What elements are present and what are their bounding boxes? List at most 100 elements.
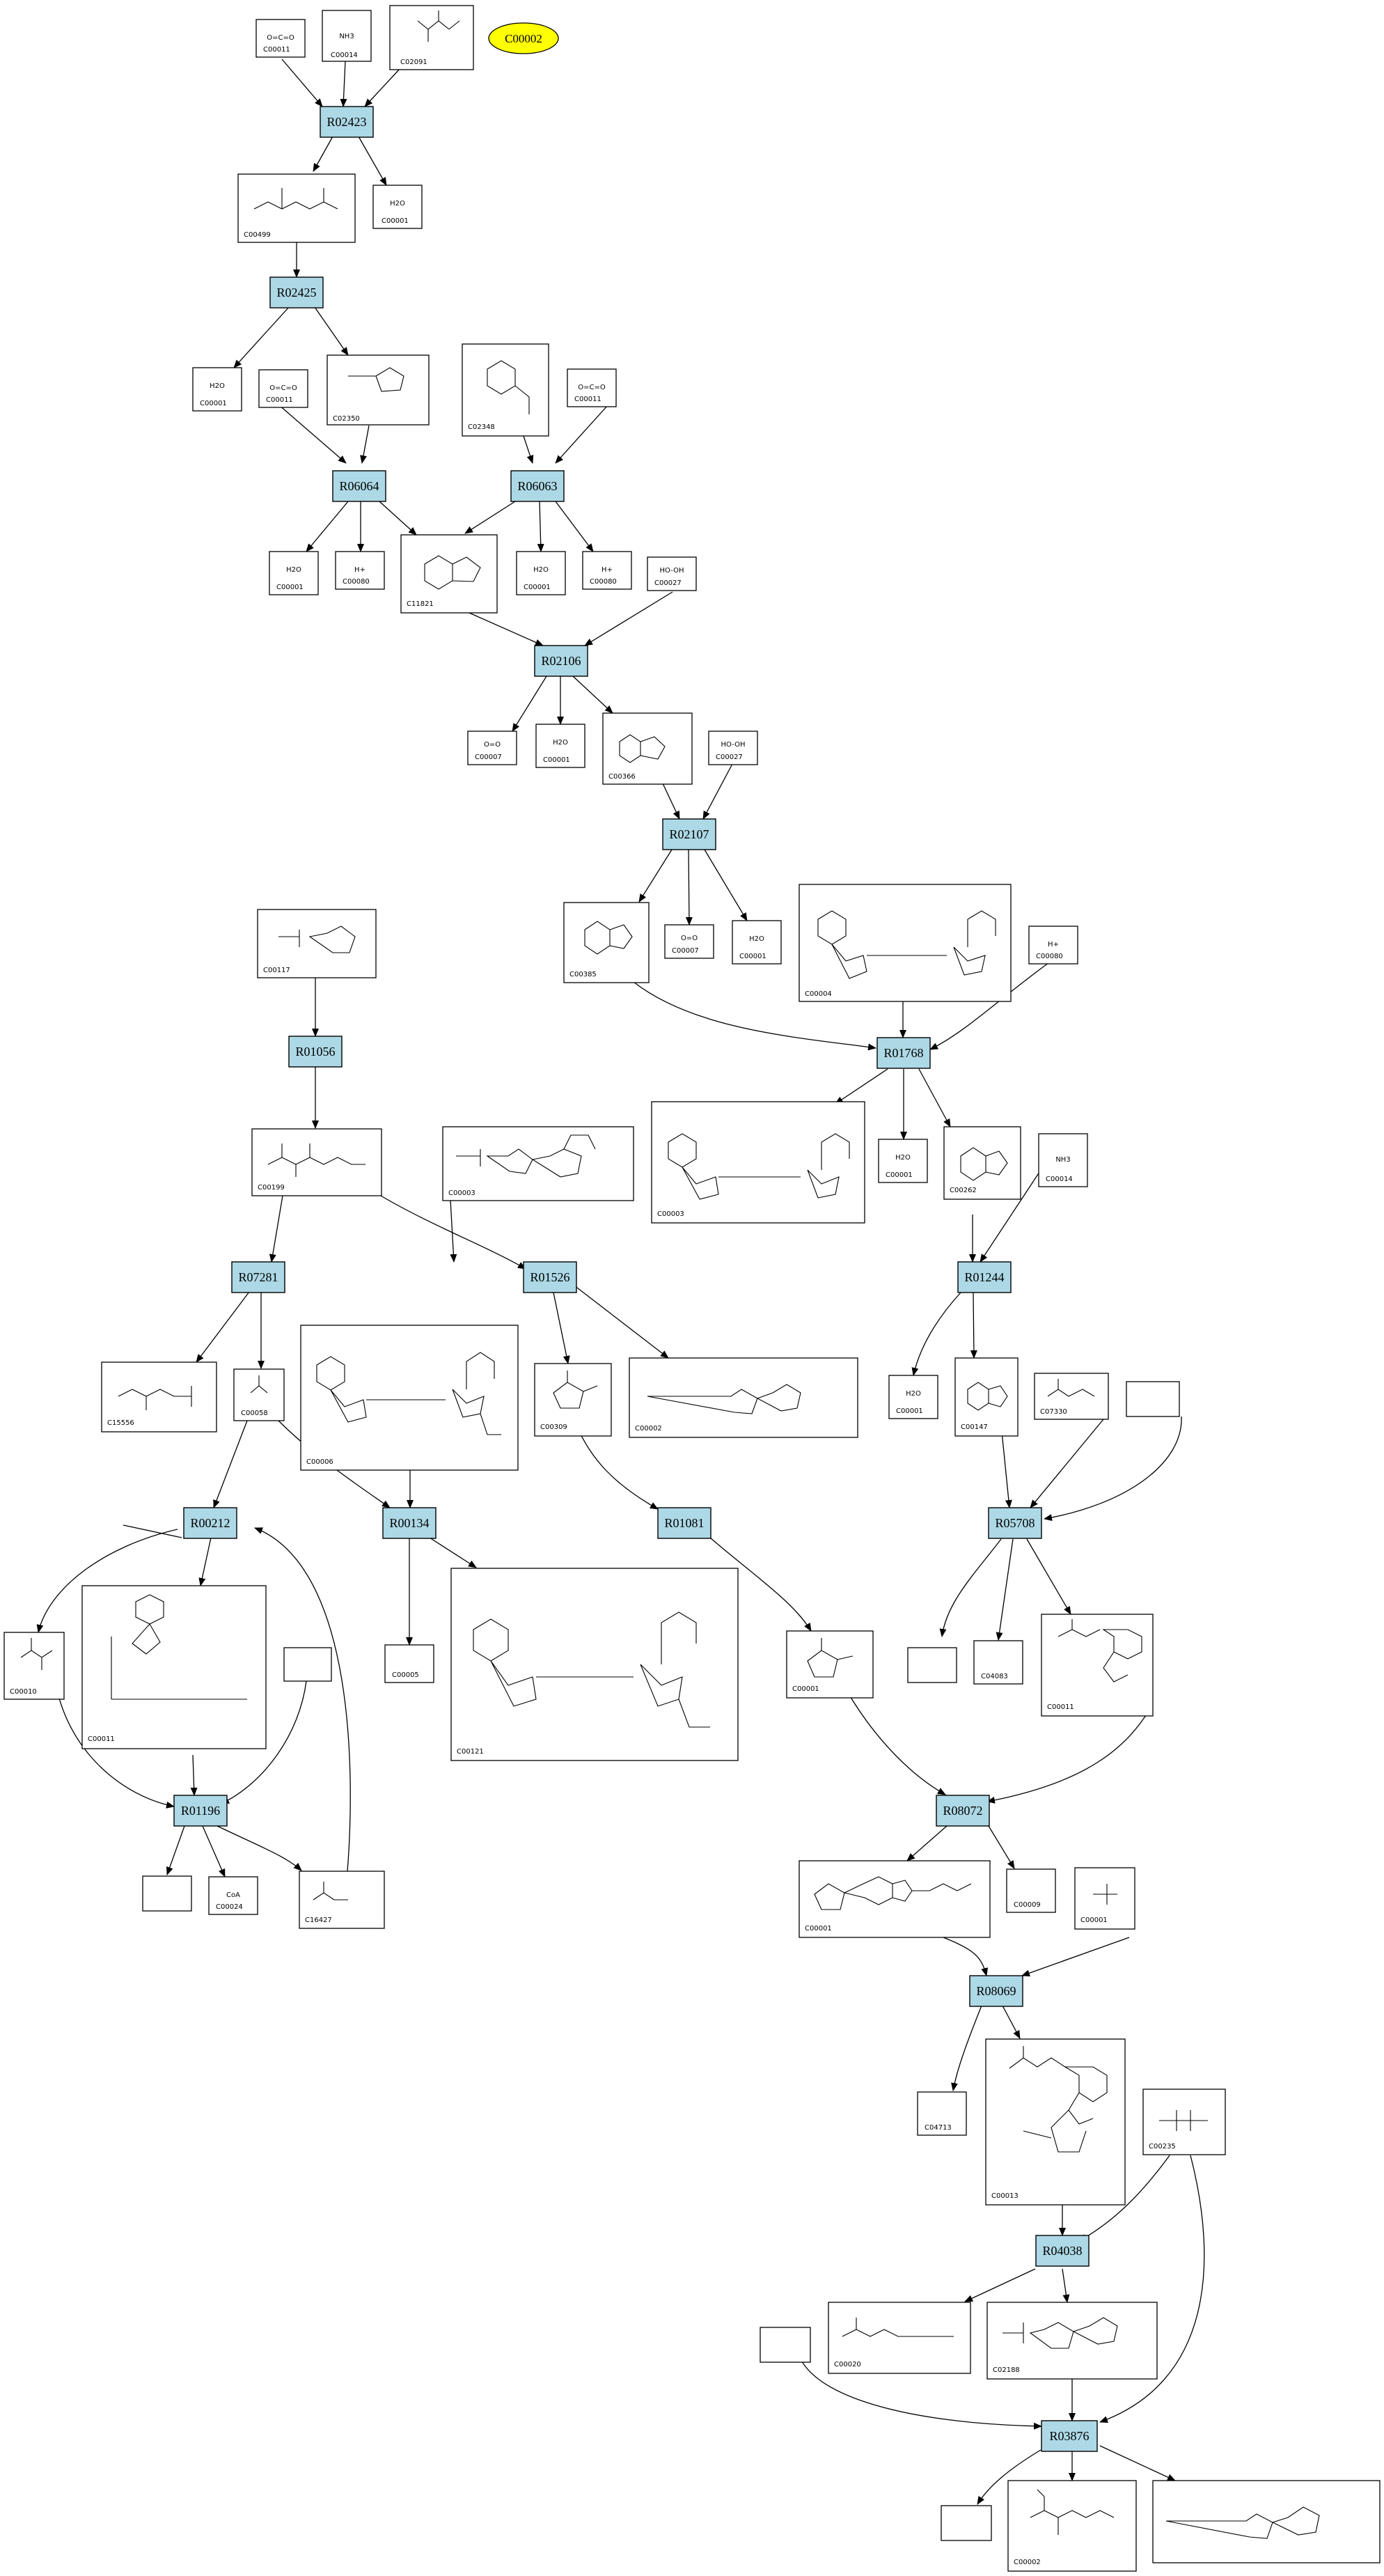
reaction-node[interactable]: R02423 <box>320 106 374 138</box>
svg-text:C00001: C00001 <box>1080 1917 1108 1924</box>
compound-node[interactable]: H2O C00001 <box>269 551 319 595</box>
compound-node-blank[interactable] <box>907 1647 957 1683</box>
reaction-node[interactable]: R07281 <box>231 1261 285 1293</box>
reaction-node[interactable]: R02425 <box>269 276 324 309</box>
compound-node[interactable]: C00001 <box>1074 1867 1135 1930</box>
reaction-node[interactable]: R04038 <box>1035 2235 1090 2267</box>
compound-node[interactable]: C02348 <box>462 343 549 437</box>
svg-text:HO-OH: HO-OH <box>721 741 746 749</box>
compound-node[interactable]: C00499 <box>237 173 356 243</box>
compound-node[interactable]: C00385 <box>563 902 650 983</box>
compound-node[interactable]: H2O C00001 <box>888 1375 938 1419</box>
reaction-node[interactable]: R08072 <box>936 1795 990 1827</box>
compound-node[interactable]: C16427 <box>299 1871 385 1929</box>
svg-text:C00235: C00235 <box>1149 2143 1176 2150</box>
compound-node[interactable]: C00011 <box>81 1585 267 1749</box>
compound-node[interactable]: C04713 <box>917 2091 967 2136</box>
compound-node[interactable]: C00003 <box>442 1126 634 1201</box>
reaction-node[interactable]: R01244 <box>957 1261 1012 1293</box>
compound-node[interactable]: C04083 <box>973 1640 1023 1685</box>
compound-node[interactable]: H2O C00001 <box>192 367 242 412</box>
reaction-node[interactable]: R02106 <box>534 645 588 677</box>
reaction-node[interactable]: R08069 <box>969 1975 1023 2007</box>
compound-node[interactable]: C11821 <box>400 534 498 614</box>
svg-text:NH3: NH3 <box>339 33 354 40</box>
compound-node[interactable]: C00147 <box>954 1357 1019 1437</box>
svg-text:C00121: C00121 <box>457 1748 484 1756</box>
compound-node[interactable]: C00006 <box>300 1325 519 1471</box>
svg-text:C07330: C07330 <box>1040 1408 1067 1416</box>
reaction-node[interactable]: R01081 <box>657 1507 711 1539</box>
compound-node[interactable]: C00020 <box>828 2302 971 2374</box>
reaction-node[interactable]: R05708 <box>988 1507 1042 1539</box>
compound-node[interactable]: H2O C00001 <box>732 920 782 965</box>
compound-node-blank[interactable] <box>760 2327 811 2363</box>
compound-node[interactable]: H2O C00001 <box>516 551 566 595</box>
compound-node[interactable]: HO-OH C00027 <box>708 731 758 765</box>
compound-node[interactable]: C00121 <box>450 1568 739 1761</box>
compound-node[interactable]: H2O C00001 <box>878 1139 928 1183</box>
reaction-node[interactable]: R00212 <box>183 1507 237 1539</box>
highlight-compound[interactable]: C00002 <box>488 22 559 54</box>
compound-node[interactable]: C00001 <box>799 1860 991 1938</box>
compound-node[interactable]: C00002 <box>629 1357 858 1438</box>
compound-node[interactable]: O=O C00007 <box>664 924 714 959</box>
svg-text:C00147: C00147 <box>961 1423 988 1431</box>
compound-node[interactable]: C00058 <box>233 1368 285 1421</box>
svg-text:C00014: C00014 <box>1046 1176 1073 1183</box>
compound-node-blank[interactable] <box>142 1875 192 1912</box>
compound-node[interactable]: C00010 <box>3 1632 65 1700</box>
compound-node[interactable]: HO-OH C00027 <box>647 556 697 591</box>
compound-node[interactable]: C02091 <box>389 5 474 70</box>
compound-node[interactable]: H2O C00001 <box>372 185 423 229</box>
compound-node[interactable]: C00004 <box>799 884 1012 1002</box>
compound-node[interactable]: H+ C00080 <box>335 551 385 590</box>
reaction-node[interactable]: R06063 <box>510 470 565 502</box>
compound-node[interactable]: C02350 <box>327 354 430 426</box>
compound-node[interactable]: C00003 <box>651 1101 865 1224</box>
compound-node[interactable]: C00309 <box>534 1363 612 1437</box>
compound-node[interactable]: C00199 <box>251 1128 382 1196</box>
compound-node[interactable]: O=O C00007 <box>467 731 517 765</box>
reaction-node[interactable]: R01768 <box>876 1037 931 1069</box>
compound-node[interactable]: C15556 <box>101 1361 217 1433</box>
compound-node[interactable]: C00117 <box>257 909 377 978</box>
reaction-node[interactable]: R00134 <box>382 1507 437 1539</box>
svg-text:C00117: C00117 <box>263 967 290 974</box>
svg-text:NH3: NH3 <box>1055 1156 1070 1164</box>
compound-node[interactable]: H+ C00080 <box>582 551 632 590</box>
reaction-node[interactable]: R03876 <box>1041 2420 1098 2452</box>
compound-node[interactable]: C00002 <box>1007 2480 1137 2572</box>
compound-node[interactable]: C00011 <box>1041 1614 1154 1717</box>
compound-node[interactable]: C07330 <box>1034 1373 1109 1420</box>
compound-node[interactable]: H2O C00001 <box>535 724 585 768</box>
compound-node[interactable]: C00366 <box>602 712 693 785</box>
compound-node[interactable]: C00013 <box>985 2038 1126 2206</box>
compound-node[interactable]: C00001 <box>786 1630 874 1699</box>
svg-text:H+: H+ <box>1048 941 1059 949</box>
compound-node[interactable] <box>1152 2480 1381 2563</box>
reaction-node[interactable]: R02107 <box>662 818 716 850</box>
compound-node[interactable]: C00262 <box>943 1126 1021 1200</box>
svg-text:C02188: C02188 <box>993 2366 1020 2374</box>
svg-text:R01056: R01056 <box>295 1045 335 1059</box>
compound-node[interactable]: C02188 <box>986 2302 1158 2380</box>
compound-node[interactable]: NH3 C00014 <box>1038 1133 1088 1187</box>
compound-node[interactable]: CoA C00024 <box>208 1876 258 1915</box>
compound-node[interactable]: C00235 <box>1142 2089 1226 2155</box>
compound-node-blank[interactable] <box>1126 1381 1180 1417</box>
compound-node-blank[interactable] <box>283 1647 332 1682</box>
compound-node[interactable]: H+ C00080 <box>1028 926 1078 965</box>
compound-node[interactable]: NH3 C00014 <box>322 10 372 62</box>
compound-node[interactable]: C00009 <box>1006 1868 1056 1913</box>
svg-text:C00005: C00005 <box>392 1671 419 1679</box>
compound-node[interactable]: O=C=O C00011 <box>567 368 617 407</box>
reaction-node[interactable]: R01056 <box>288 1036 343 1068</box>
compound-node[interactable]: O=C=O C00011 <box>258 369 308 408</box>
reaction-node[interactable]: R01526 <box>523 1261 577 1293</box>
compound-node[interactable]: C00005 <box>384 1644 434 1683</box>
compound-node[interactable]: O=C=O C00011 <box>255 19 306 58</box>
reaction-node[interactable]: R06064 <box>332 470 386 502</box>
reaction-node[interactable]: R01196 <box>173 1795 228 1827</box>
compound-node-blank[interactable] <box>941 2505 992 2541</box>
